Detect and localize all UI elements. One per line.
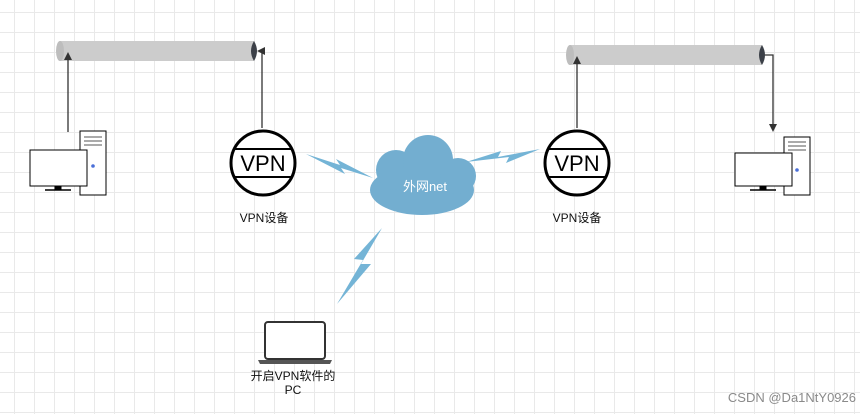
cloud-label: 外网net bbox=[402, 179, 448, 194]
lightning-bolts bbox=[306, 149, 540, 304]
vpn-device-right-icon: VPN bbox=[543, 129, 611, 197]
bolt-laptop-to-cloud-icon bbox=[337, 228, 382, 304]
watermark: CSDN @Da1NtY0926 bbox=[727, 390, 856, 405]
desktop-pc-right-icon bbox=[734, 136, 811, 196]
vpn-device-right-label: VPN设备 bbox=[552, 211, 602, 225]
laptop-pc-icon bbox=[258, 321, 332, 364]
vpn-tunnel-right bbox=[566, 45, 765, 65]
arrow-left-vpn-to-tunnel bbox=[257, 47, 265, 128]
vpn-left-icon-text: VPN bbox=[240, 151, 285, 176]
vpn-tunnel-left bbox=[56, 41, 257, 61]
desktop-pc-left-icon bbox=[29, 130, 107, 196]
bolt-cloud-to-right-vpn-icon bbox=[466, 149, 540, 163]
vpn-device-left-label: VPN设备 bbox=[239, 211, 289, 225]
connector-arrows bbox=[64, 47, 777, 132]
vpn-right-icon-text: VPN bbox=[554, 151, 599, 176]
laptop-label: 开启VPN软件的 PC bbox=[250, 369, 336, 397]
internet-cloud-icon bbox=[370, 135, 476, 215]
arrow-right-tunnel-to-pc bbox=[765, 54, 777, 132]
bolt-left-vpn-to-cloud-icon bbox=[306, 154, 373, 178]
vpn-device-left-icon: VPN bbox=[229, 129, 297, 197]
